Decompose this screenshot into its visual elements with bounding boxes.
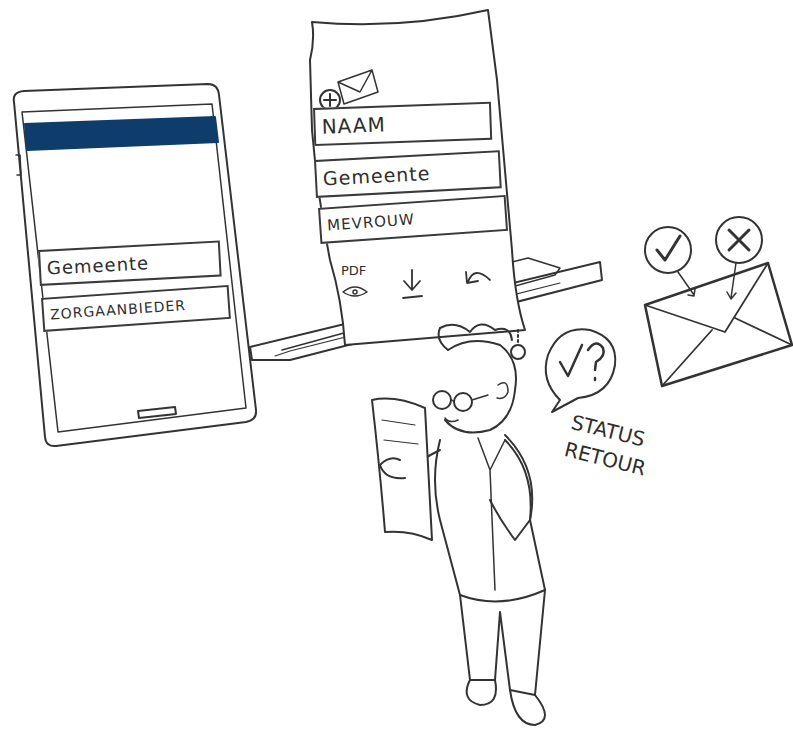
man-hair	[439, 324, 512, 350]
download-icon	[403, 270, 422, 298]
glasses-right	[454, 393, 472, 411]
pendant-string	[517, 330, 519, 345]
field-text: NAAM	[321, 112, 386, 138]
held-paper	[372, 399, 432, 540]
envelope-flap	[645, 263, 792, 386]
phone-header-bar	[25, 117, 218, 150]
form-field: Gemeente	[38, 240, 222, 285]
field-text: MEVROUW	[327, 210, 416, 234]
man-ear	[497, 383, 508, 399]
bubble-check	[560, 345, 582, 376]
phone-outline	[14, 84, 256, 446]
field-text: Gemeente	[322, 162, 430, 190]
mail-icon	[338, 70, 378, 104]
paper-sheet	[310, 10, 525, 345]
return-icon	[466, 272, 490, 283]
glasses-bridge	[451, 395, 488, 401]
bubble-question	[588, 343, 604, 380]
man-left-hand	[380, 458, 405, 478]
man-shoes	[467, 680, 545, 725]
phone-side-button	[16, 155, 21, 175]
field-text: ZORGAANBIEDER	[50, 297, 187, 322]
reject-circle	[716, 217, 762, 263]
add-icon-cross	[324, 94, 336, 106]
approve-circle	[645, 227, 691, 273]
phone-home-button	[138, 407, 176, 418]
glasses-left	[433, 391, 451, 409]
view-eye-icon	[343, 287, 367, 296]
man-head	[445, 341, 516, 432]
man-legs	[460, 590, 545, 695]
speech-bubble	[546, 329, 616, 412]
phone-screen	[22, 104, 246, 432]
field-text: Gemeente	[46, 252, 149, 278]
form-field: ZORGAANBIEDER	[41, 285, 231, 332]
reject-cross	[729, 230, 749, 250]
approve-check	[657, 236, 680, 260]
status-note: STATUS RETOUR	[561, 408, 672, 487]
approve-arrow	[678, 272, 695, 296]
man-right-arm	[490, 440, 531, 540]
man-shirt	[478, 438, 505, 590]
man-mouth	[445, 418, 458, 422]
pendant	[511, 345, 525, 359]
envelope	[645, 263, 792, 386]
held-paper-lines	[382, 420, 418, 444]
form-field: NAAM	[313, 102, 492, 146]
man-body	[435, 435, 545, 601]
icon-label: PDF	[341, 262, 381, 280]
reject-arrow	[727, 263, 736, 299]
